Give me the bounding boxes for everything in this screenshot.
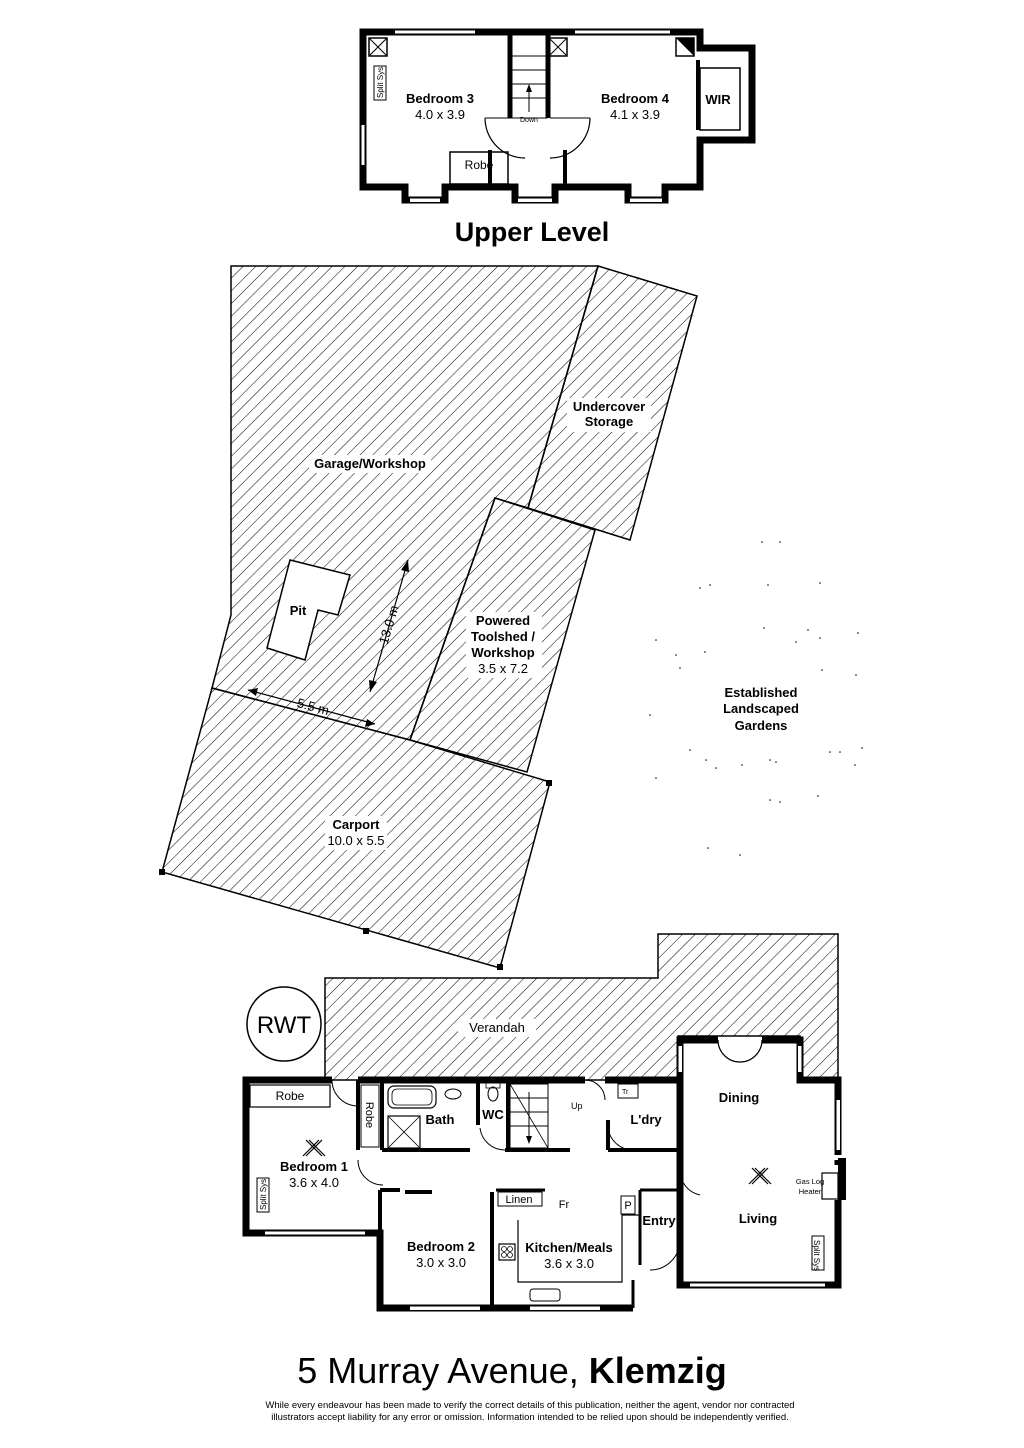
outdoor-structures: Garage/Workshop Pit 13.0 m 5.5 m Underco…: [159, 265, 863, 970]
pantry-label: P: [624, 1200, 631, 1212]
property-address: 5 Murray Avenue, Klemzig: [0, 1350, 1024, 1392]
toolshed-size: 3.5 x 7.2: [478, 661, 528, 676]
bath-label: Bath: [426, 1112, 455, 1127]
robe-vertical-label: Robe: [363, 1102, 375, 1128]
bedroom2-label: Bedroom 2: [407, 1239, 475, 1254]
bedroom1-size: 3.6 x 4.0: [289, 1175, 339, 1190]
bedroom4-label: Bedroom 4: [601, 91, 670, 106]
bedroom1-label: Bedroom 1: [280, 1159, 348, 1174]
robe-label: Robe: [276, 1089, 305, 1103]
entry-label: Entry: [642, 1213, 676, 1228]
carport-size: 10.0 x 5.5: [327, 833, 384, 848]
split-sys-living: Split Sys: [812, 1240, 821, 1271]
disclaimer: While every endeavour has been made to v…: [200, 1400, 860, 1424]
bedroom4-size: 4.1 x 3.9: [610, 107, 660, 122]
fridge-label: Fr: [559, 1199, 570, 1211]
wc-label: WC: [482, 1107, 504, 1122]
toolshed-label-3: Workshop: [471, 645, 534, 660]
bedroom3-size: 4.0 x 3.9: [415, 107, 465, 122]
bedroom2-size: 3.0 x 3.0: [416, 1255, 466, 1270]
upper-down-label: Down: [520, 117, 538, 124]
bedroom3-label: Bedroom 3: [406, 91, 474, 106]
address-suburb: Klemzig: [588, 1350, 727, 1391]
toolshed-label-2: Toolshed /: [471, 629, 535, 644]
verandah-area: [324, 933, 839, 1081]
sink-icon: [529, 1288, 561, 1302]
gardens-label-3: Gardens: [735, 718, 788, 733]
disclaimer-line-1: While every endeavour has been made to v…: [265, 1400, 795, 1411]
carport-label: Carport: [333, 817, 381, 832]
up-label: Up: [571, 1101, 583, 1111]
gas-heater-label-1: Gas Log: [796, 1177, 824, 1186]
toolshed-label-1: Powered: [476, 613, 530, 628]
kitchen-size: 3.6 x 3.0: [544, 1256, 594, 1271]
disclaimer-line-2: illustrators accept liability for any er…: [271, 1412, 789, 1423]
gardens-label-2: Landscaped: [723, 701, 799, 716]
linen-label: Linen: [506, 1194, 533, 1206]
gas-heater-label-2: Heater: [799, 1187, 822, 1196]
undercover-label-1: Undercover: [573, 399, 645, 414]
tr-label: Tr: [622, 1089, 629, 1096]
rainwater-tank: [246, 986, 322, 1062]
upper-level-plan: Bedroom 3 4.0 x 3.9 Bedroom 4 4.1 x 3.9 …: [359, 28, 756, 247]
wir-label: WIR: [705, 92, 731, 107]
split-sys-bedroom1: Split Sys: [259, 1179, 268, 1210]
rwt-label: RWT: [257, 1012, 312, 1039]
kitchen-label: Kitchen/Meals: [525, 1240, 612, 1255]
upper-level-heading: Upper Level: [455, 217, 610, 247]
address-street: 5 Murray Avenue,: [297, 1350, 579, 1391]
dining-label: Dining: [719, 1090, 759, 1105]
garage-label: Garage/Workshop: [314, 456, 426, 471]
undercover-label-2: Storage: [585, 414, 633, 429]
living-label: Living: [739, 1211, 777, 1226]
cooktop-icon: [498, 1243, 516, 1261]
ceiling-fan-icon: [302, 1139, 326, 1157]
ground-level-plan: RWT Verandah: [242, 933, 846, 1312]
garden-dots: [649, 541, 863, 856]
upper-split-sys-label: Split Sys: [376, 67, 385, 98]
upper-robe-label: Robe: [465, 158, 494, 172]
verandah-label: Verandah: [469, 1020, 525, 1035]
ceiling-fan-icon: [748, 1167, 772, 1185]
pit-label: Pit: [290, 603, 307, 618]
laundry-label: L'dry: [630, 1112, 662, 1127]
gardens-label-1: Established: [725, 685, 798, 700]
